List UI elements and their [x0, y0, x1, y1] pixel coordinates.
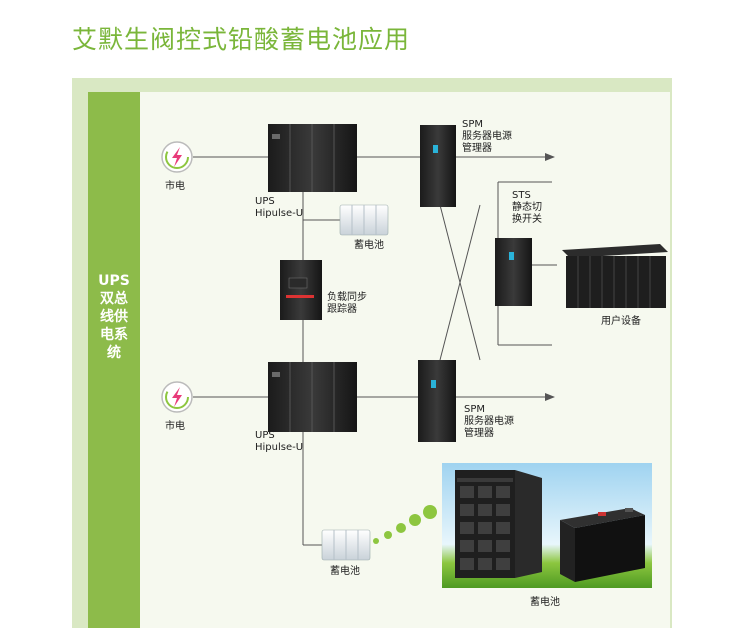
ups-top-label-line2: Hipulse-U [255, 208, 304, 219]
sync-tracker-label-line2: 跟踪器 [327, 304, 357, 315]
sidebar-line-3: 线供 [100, 309, 128, 325]
sidebar-line-1: UPS [98, 273, 130, 289]
battery-top-label: 蓄电池 [354, 240, 384, 251]
sync-tracker-label: 负载同步 跟踪器 [327, 292, 367, 316]
mains-bottom-label: 市电 [165, 421, 185, 432]
sidebar-line-5: 统 [107, 345, 121, 361]
spm-bottom-label-line3: 管理器 [464, 428, 494, 439]
sts-label: STS 静态切 换开关 [512, 190, 542, 226]
sts-cabinet [495, 238, 532, 306]
spm-bottom-label: SPM 服务器电源 管理器 [464, 404, 514, 440]
ups-top-label: UPS Hipulse-U [255, 196, 303, 220]
spm-top-cabinet [420, 125, 456, 207]
sts-label-line1: STS [512, 190, 531, 201]
load-sync-tracker [280, 260, 322, 320]
spm-top-label-line2: 服务器电源 [462, 131, 512, 142]
battery-top-pack [339, 204, 389, 236]
sidebar-title: UPS 双总 线供 电系 统 [90, 272, 138, 362]
ups-top-cabinet [268, 124, 357, 192]
ups-bottom-cabinet [268, 362, 357, 432]
mains-bottom-icon [161, 381, 193, 413]
user-equipment-label: 用户设备 [601, 316, 641, 327]
battery-photo [442, 463, 652, 588]
sts-label-line3: 换开关 [512, 214, 542, 225]
spm-bottom-label-line2: 服务器电源 [464, 416, 514, 427]
connector-dots [373, 505, 437, 544]
mains-top-icon [161, 141, 193, 173]
sidebar-line-2: 双总 [100, 291, 128, 307]
battery-bottom-label: 蓄电池 [330, 566, 360, 577]
ups-top-label-line1: UPS [255, 196, 275, 207]
ups-bottom-label: UPS Hipulse-U [255, 430, 303, 454]
ups-bottom-label-line1: UPS [255, 430, 275, 441]
battery-photo-label: 蓄电池 [530, 597, 560, 608]
lightning-icon [172, 147, 182, 167]
ups-bottom-label-line2: Hipulse-U [255, 442, 304, 453]
battery-bottom-pack [321, 529, 371, 561]
page-title: 艾默生阀控式铅酸蓄电池应用 [72, 25, 411, 54]
spm-bottom-label-line1: SPM [464, 404, 486, 415]
sidebar-band [88, 92, 140, 628]
spm-top-label: SPM 服务器电源 管理器 [462, 119, 512, 155]
lightning-icon [172, 387, 182, 407]
connection-lines [193, 153, 557, 546]
sts-label-line2: 静态切 [512, 202, 542, 213]
sync-tracker-label-line1: 负载同步 [327, 292, 367, 303]
spm-bottom-cabinet [418, 360, 456, 442]
spm-top-label-line1: SPM [462, 119, 484, 130]
sidebar-line-4: 电系 [100, 327, 128, 343]
user-equipment-rack [562, 244, 668, 308]
mains-top-label: 市电 [165, 181, 185, 192]
spm-top-label-line3: 管理器 [462, 143, 492, 154]
